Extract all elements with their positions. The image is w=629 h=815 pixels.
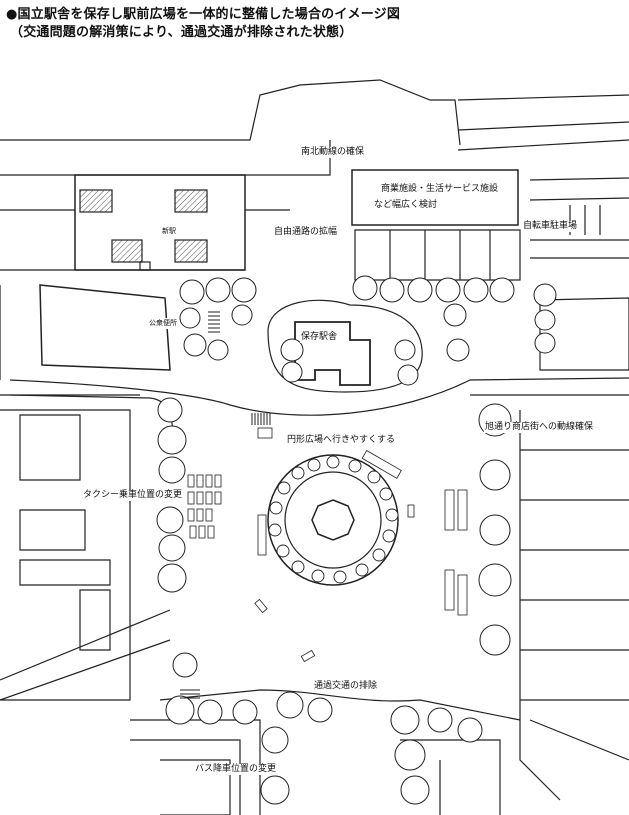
- label-public-toilet: 公衆便所: [148, 318, 178, 329]
- label-commercial-line2: など幅広く検討: [373, 199, 439, 211]
- label-commercial-line1: 商業施設・生活サービス施設: [380, 183, 500, 195]
- preserved-station-island: [267, 299, 423, 393]
- label-taxi: タクシー乗車位置の変更: [82, 490, 184, 501]
- top-road-edge: [0, 79, 461, 146]
- crosswalks: [180, 311, 271, 699]
- preserved-station-building: [294, 321, 371, 386]
- page-title: ●国立駅舎を保存し駅前広場を一体的に整備した場合のイメージ図: [6, 7, 401, 22]
- top-right-block: [457, 94, 629, 151]
- page-subtitle: （交通問題の解消策により、通過交通が排除された状態）: [10, 25, 353, 40]
- commercial-block: [351, 169, 519, 226]
- bicycle-parking: [529, 177, 629, 259]
- west-buildings: [19, 414, 111, 651]
- label-through-traffic: 通過交通の排除: [313, 681, 379, 692]
- bottom-road: [159, 689, 521, 721]
- taxi-vehicles: [187, 427, 468, 663]
- label-free-passage: 自由通路の拡幅: [273, 227, 339, 238]
- label-preserved-station: 保存駅舎: [300, 332, 339, 343]
- new-station-building: [74, 174, 246, 271]
- label-new-station: 新駅: [161, 226, 177, 237]
- label-north-south-flow: 南北動線の確保: [300, 147, 366, 158]
- trees: [156, 275, 557, 805]
- plaza-road: [9, 377, 629, 416]
- east-buildings: [520, 449, 629, 701]
- label-bicycle-parking: 自転車駐車場: [522, 221, 579, 232]
- top-left-block: [0, 140, 331, 176]
- label-asahi-street: 旭通り商店街への動線確保: [484, 422, 595, 433]
- diagonal-road-sw: [0, 609, 171, 701]
- west-building: [39, 284, 171, 371]
- plaza-monument: [311, 499, 355, 541]
- label-bus: バス降車位置の変更: [194, 764, 278, 775]
- circular-plaza: [267, 454, 399, 586]
- plaza-tree-ring: [268, 455, 399, 584]
- label-circular-plaza: 円形広場へ行きやすくする: [286, 435, 397, 446]
